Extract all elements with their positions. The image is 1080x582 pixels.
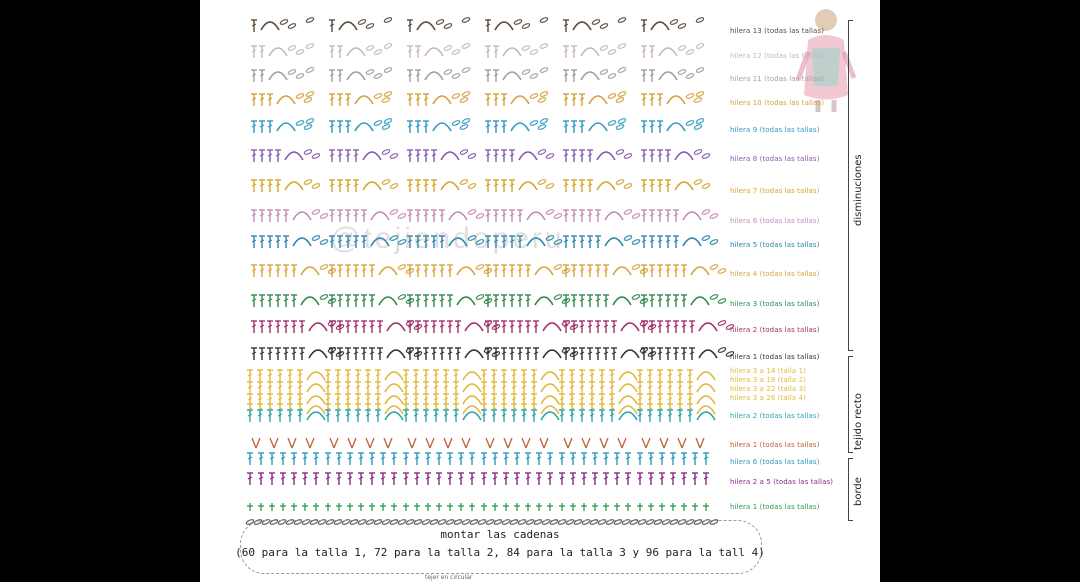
row-label: hilera 6 (todas las tallas): [730, 458, 820, 466]
stitch-row: [251, 67, 705, 82]
stitch-row: [251, 347, 735, 360]
row-label: hilera 3 a 26 (talla 4): [730, 394, 807, 402]
section-bracket-borde: [848, 458, 852, 520]
section-label-tejido-recto: tejido recto: [853, 393, 864, 450]
base-chain-title: montar las cadenas: [440, 528, 560, 541]
row-label: hilera 3 a 22 (talla 3): [730, 385, 807, 393]
stitch-row: [247, 452, 709, 465]
section-bracket-disminuciones: [848, 20, 852, 350]
row-label: hilera 2 (todas las tallas): [730, 326, 820, 334]
crochet-chart-sheet: @tejiendoperu montar las cadenas (60 par…: [200, 0, 880, 582]
base-chain-detail: (60 para la talla 1, 72 para la talla 2,…: [235, 546, 765, 559]
stitch-row: [247, 409, 716, 422]
stitch-row: [247, 472, 709, 485]
stitch-row: [247, 503, 709, 511]
row-label: hilera 8 (todas las tallas): [730, 155, 820, 163]
row-label: hilera 11 (todas las tallas): [730, 75, 825, 83]
row-label: hilera 3 a 18 (talla 2): [730, 376, 807, 384]
row-label: hilera 6 (todas las tallas): [730, 217, 820, 225]
stitch-row: [251, 264, 727, 277]
stitch-chart: [245, 17, 735, 525]
section-bracket-tejido-recto: [848, 356, 852, 452]
stitch-row: [251, 43, 705, 58]
row-label: hilera 3 (todas las tallas): [730, 300, 820, 308]
stitch-row: [251, 320, 735, 333]
stitch-row: [251, 149, 711, 162]
section-label-disminuciones: disminuciones: [853, 154, 864, 226]
row-label: hilera 13 (todas las tallas): [730, 27, 825, 35]
row-label: hilera 9 (todas las tallas): [730, 126, 820, 134]
stitch-row: [251, 294, 727, 307]
section-label-borde: borde: [853, 477, 864, 506]
watermark-text: @tejiendoperu: [330, 222, 565, 255]
row-label: hilera 2 (todas las tallas): [730, 412, 820, 420]
stitch-row: [251, 118, 705, 133]
base-chain-outline: [240, 520, 762, 574]
stitch-row: [247, 381, 716, 394]
row-label: hilera 5 (todas las tallas): [730, 241, 820, 249]
stitch-row: [247, 369, 716, 382]
row-label: hilera 1 (todas las tallas): [730, 353, 820, 361]
stitch-row: [251, 91, 705, 106]
stitch-row: [251, 179, 711, 192]
stitch-row: [251, 235, 719, 248]
stitch-row: [251, 209, 719, 222]
row-label: hilera 10 (todas las tallas): [730, 99, 825, 107]
row-label: hilera 12 (todas las tallas): [730, 52, 825, 60]
row-label: hilera 7 (todas las tallas): [730, 187, 820, 195]
row-label: hilera 1 (todas las tallas): [730, 503, 820, 511]
row-label: hilera 3 a 14 (talla 1): [730, 367, 807, 375]
brand-logo-illustration: [795, 9, 857, 112]
row-label: hilera 4 (todas las tallas): [730, 270, 820, 278]
stitch-row: [251, 17, 705, 32]
row-label: hilera 1 (todas las tallas): [730, 441, 820, 449]
row-label: hilera 2 a 5 (todas las tallas): [730, 478, 834, 486]
bottom-note: tejer en circular: [425, 574, 473, 581]
stitch-row: [251, 437, 705, 449]
